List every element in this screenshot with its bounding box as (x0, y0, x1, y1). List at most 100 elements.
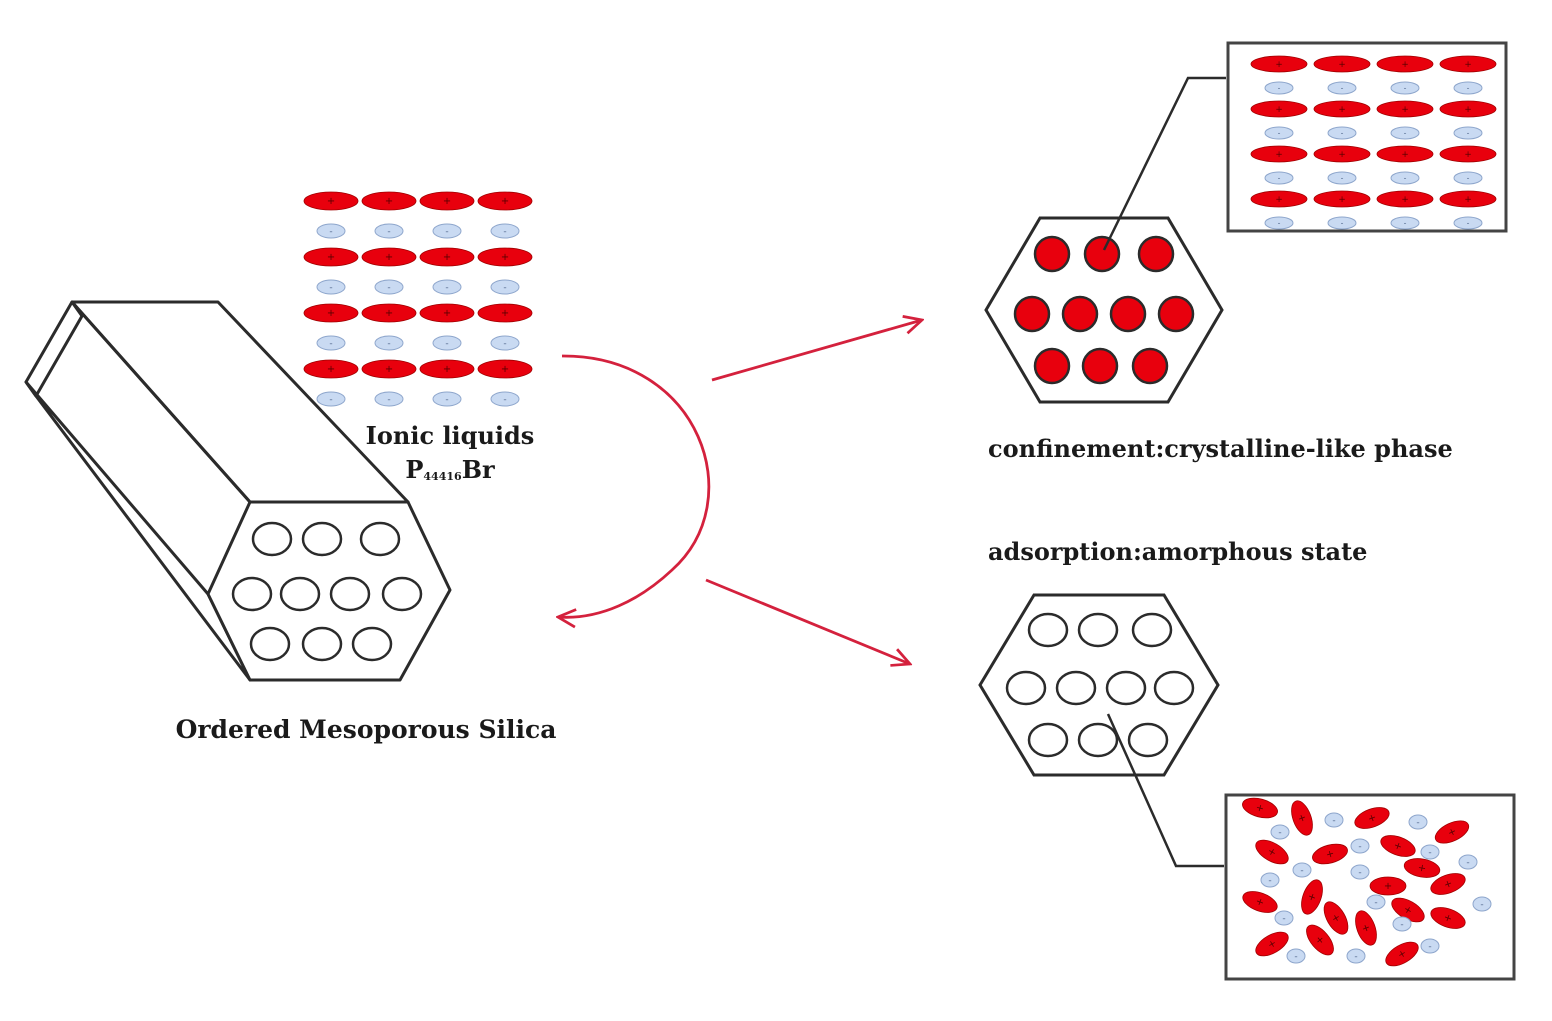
formula-subscript: 44416 (423, 470, 462, 483)
cation-ion: + (477, 303, 533, 323)
cation-charge: + (1295, 812, 1308, 824)
anion-charge: - (329, 339, 332, 349)
filled-pore (1131, 347, 1169, 385)
anion-charge: - (1278, 828, 1281, 838)
anion-ion: - (1420, 938, 1440, 954)
adsorption-pores (1005, 612, 1195, 758)
cation-charge: + (327, 308, 335, 319)
anion-ion: - (316, 279, 346, 295)
cation-ion: + (419, 191, 475, 211)
anion-ion: - (1327, 171, 1357, 185)
cation-ion: + (1306, 924, 1334, 956)
anion-ion: - (1264, 81, 1294, 95)
cation-charge: + (385, 196, 393, 207)
cation-charge: + (1338, 60, 1345, 70)
filled-pore (1157, 295, 1195, 333)
anion-ion: - (1264, 126, 1294, 140)
anion-charge: - (1374, 898, 1377, 908)
silica-pores (231, 521, 423, 662)
cation-ion: + (1301, 879, 1323, 915)
anion-charge: - (1278, 129, 1281, 138)
cation-charge: + (1366, 812, 1378, 825)
cation-ion: + (1369, 876, 1407, 896)
cation-charge: + (1401, 60, 1408, 70)
anion-charge: - (1404, 219, 1407, 228)
anion-ion: - (1264, 216, 1294, 230)
anion-charge: - (1341, 174, 1344, 183)
pore (279, 576, 321, 612)
cation-charge: + (1417, 863, 1427, 875)
cation-ion: + (477, 191, 533, 211)
confinement-hexagon (984, 216, 1224, 404)
cation-charge: + (1401, 150, 1408, 160)
ionic-liquid-lattice: +-+-+-+-+-+-+-+-+-+-+-+-+-+-+-+- (303, 191, 533, 407)
cation-charge: + (1392, 840, 1404, 853)
cation-ion: + (1250, 145, 1308, 163)
anion-ion: - (316, 391, 346, 407)
anion-ion: - (374, 279, 404, 295)
anion-ion: - (1458, 854, 1478, 870)
filled-pore (1137, 235, 1175, 273)
mesoporous-silica-prism (24, 300, 452, 682)
anion-charge: - (503, 339, 506, 349)
confinement-pores (1013, 235, 1195, 385)
cation-ion: + (1313, 145, 1371, 163)
anion-charge: - (1467, 84, 1470, 93)
cation-charge: + (1275, 150, 1282, 160)
pore (351, 626, 393, 662)
prism-edge (70, 301, 252, 503)
anion-charge: - (1268, 876, 1271, 886)
cation-ion: + (1354, 807, 1390, 829)
cation-ion: + (1255, 931, 1289, 957)
cation-ion: + (1255, 839, 1289, 865)
cation-charge: + (327, 252, 335, 263)
anion-ion: - (1327, 126, 1357, 140)
anion-charge: - (445, 283, 448, 293)
formula-end: Br (462, 455, 495, 484)
silica-label: Ordered Mesoporous Silica (176, 715, 557, 744)
cation-charge: + (501, 196, 509, 207)
anion-charge: - (1467, 129, 1470, 138)
anion-charge: - (1354, 952, 1357, 962)
anion-ion: - (490, 279, 520, 295)
cation-ion: + (1355, 910, 1377, 946)
adsorption-leader-line (1106, 713, 1224, 868)
anion-ion: - (1390, 171, 1420, 185)
anion-ion: - (1350, 864, 1370, 880)
cation-ion: + (419, 359, 475, 379)
anion-charge: - (1358, 868, 1361, 878)
anion-charge: - (329, 227, 332, 237)
cation-charge: + (443, 252, 451, 263)
cation-charge: + (1464, 105, 1471, 115)
cation-ion: + (361, 191, 417, 211)
anion-ion: - (316, 335, 346, 351)
cation-charge: + (1338, 105, 1345, 115)
anion-ion: - (1327, 216, 1357, 230)
anion-ion: - (490, 335, 520, 351)
anion-ion: - (432, 279, 462, 295)
cation-charge: + (1442, 878, 1454, 891)
confinement-leader-line (1102, 76, 1226, 251)
anion-ion: - (316, 223, 346, 239)
cation-charge: + (1359, 922, 1372, 934)
anion-ion: - (432, 223, 462, 239)
cation-charge: + (443, 196, 451, 207)
adsorption-inset-disordered-ions: +++++++++++++++++++---------------- (1242, 797, 1492, 967)
cation-ion: + (1439, 100, 1497, 118)
anion-charge: - (445, 227, 448, 237)
cation-charge: + (1442, 912, 1454, 925)
anion-charge: - (1404, 84, 1407, 93)
cation-ion: + (1376, 145, 1434, 163)
anion-ion: - (1324, 812, 1344, 828)
adsorption-hexagon (978, 593, 1220, 777)
cation-ion: + (361, 247, 417, 267)
pore (1153, 670, 1195, 706)
cation-ion: + (1403, 858, 1441, 878)
pore (359, 521, 401, 557)
cation-ion: + (1291, 800, 1313, 836)
ionic-liquid-formula: P44416Br (405, 455, 495, 484)
curved-arrow (558, 354, 711, 617)
cation-ion: + (1312, 843, 1348, 865)
cation-charge: + (1254, 896, 1266, 909)
cation-charge: + (1464, 195, 1471, 205)
